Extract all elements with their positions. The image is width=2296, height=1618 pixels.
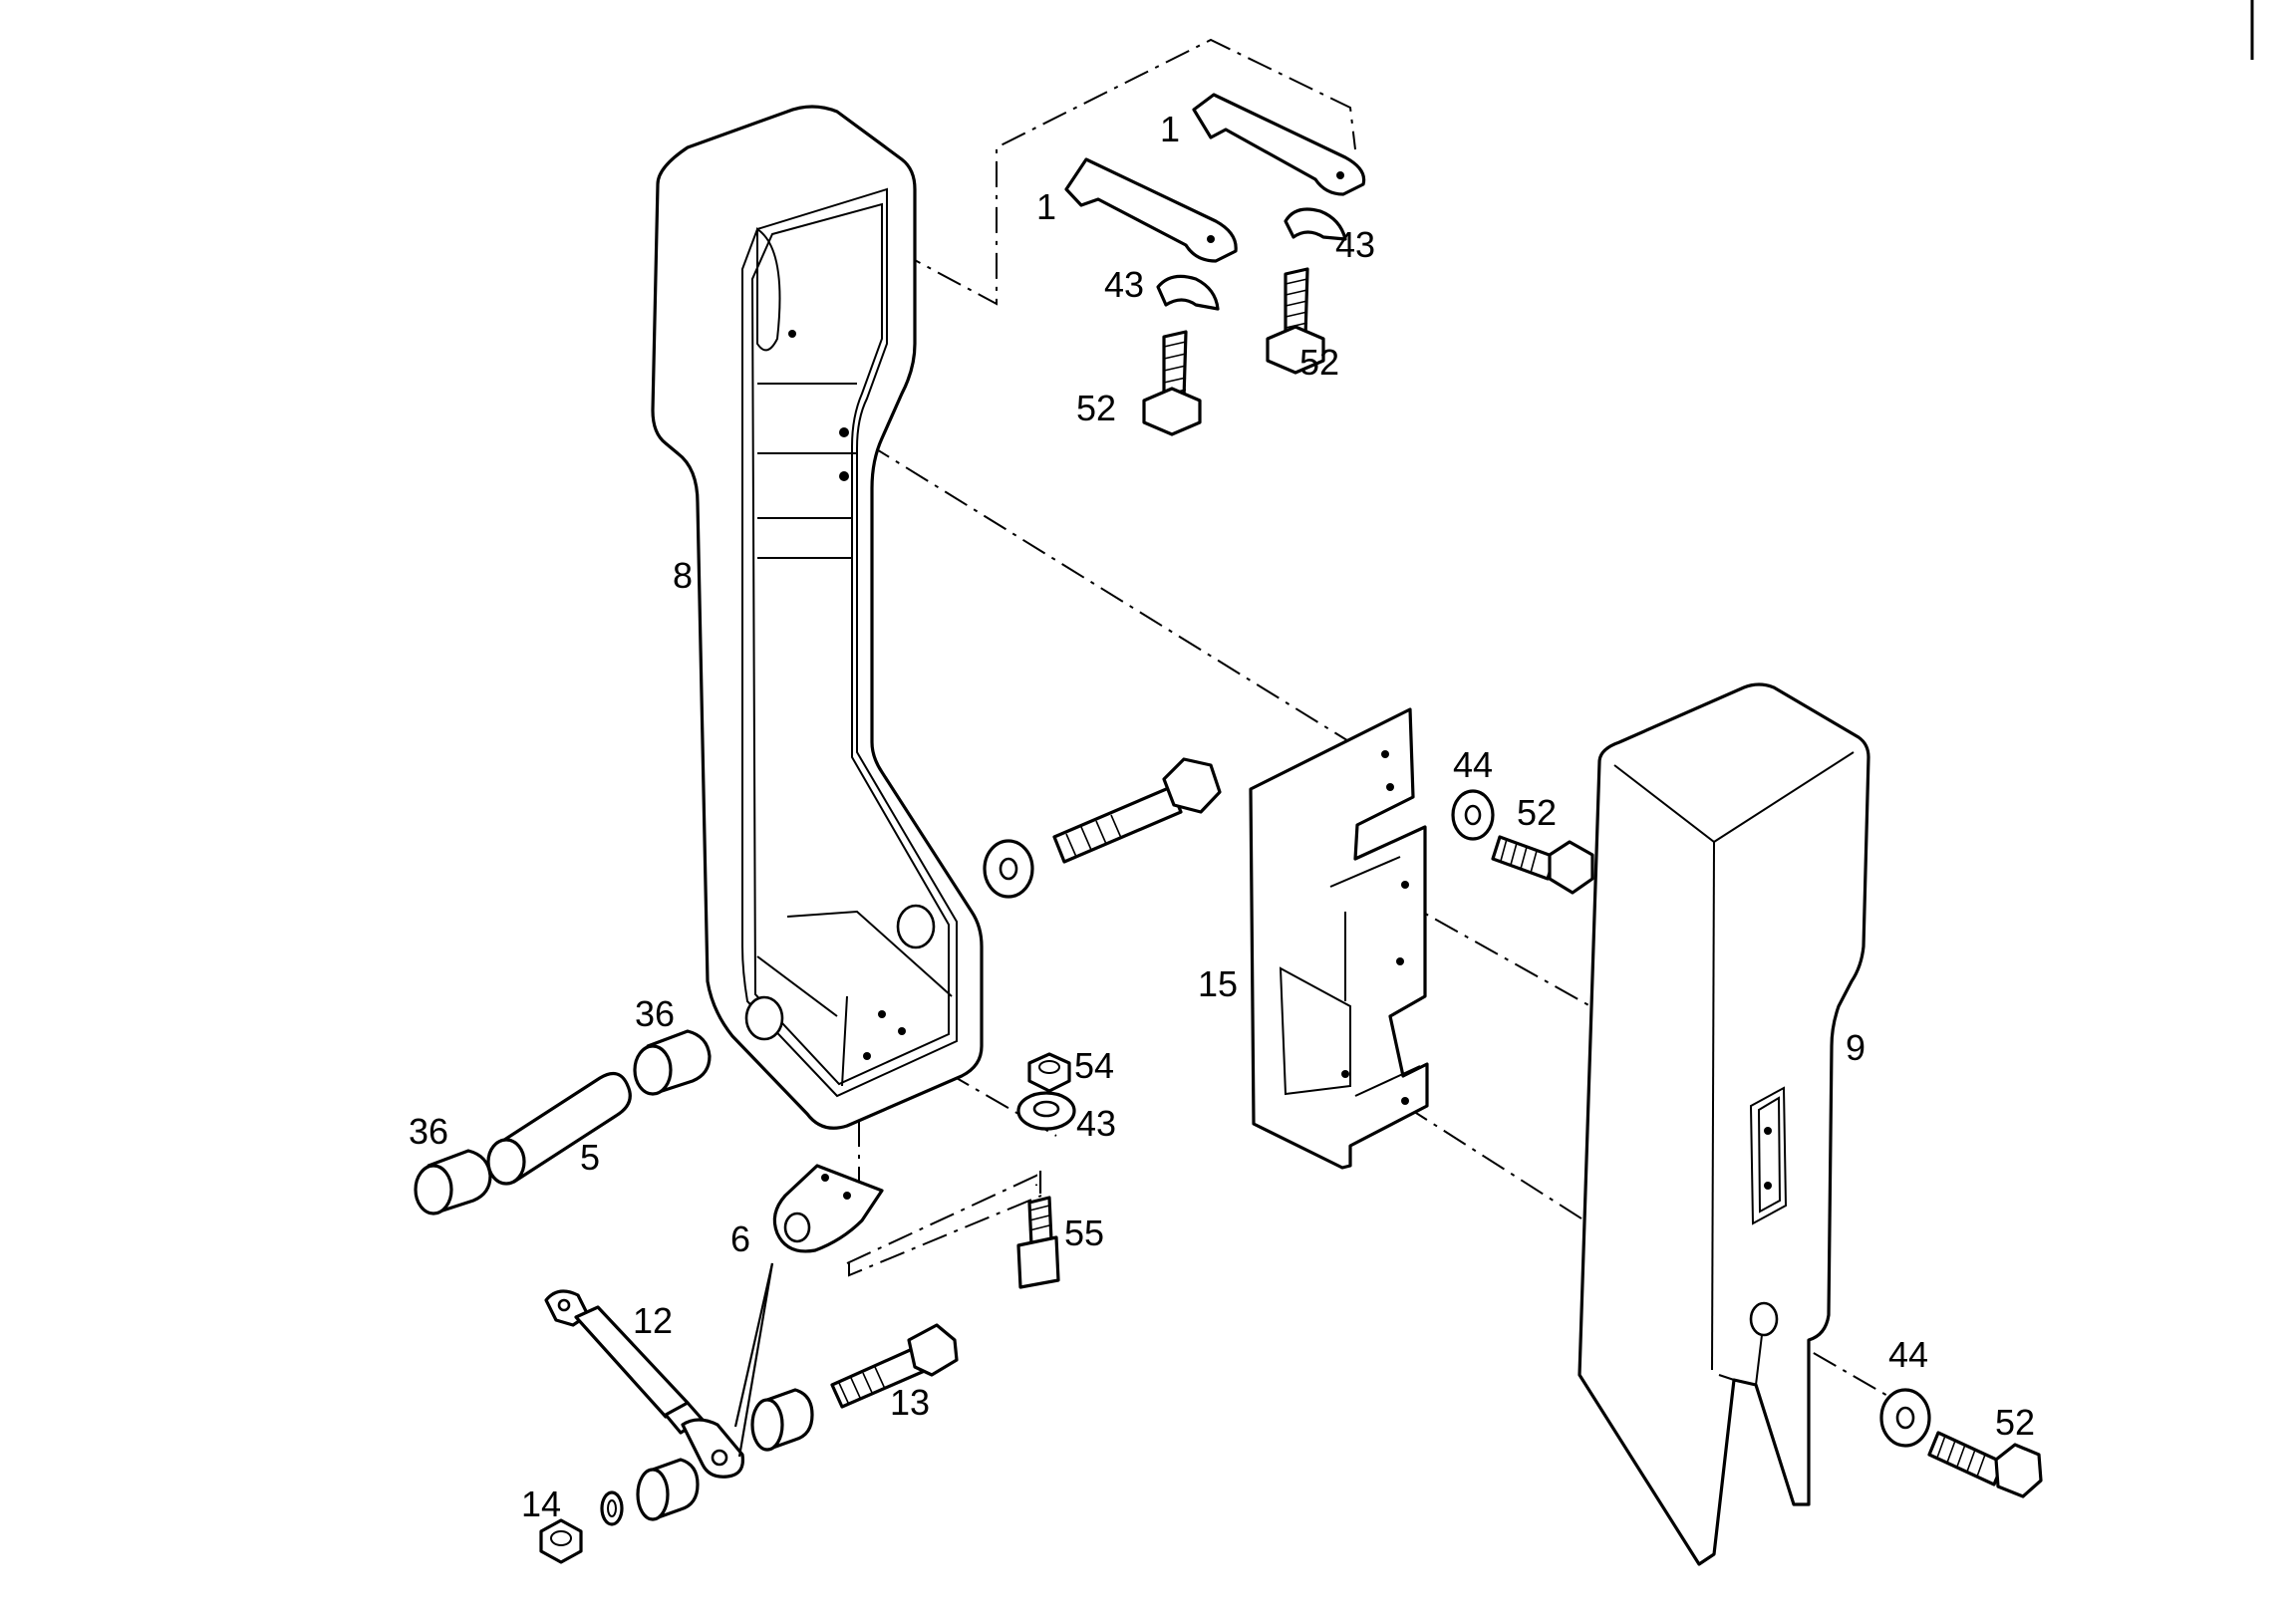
mounting-plate-part-15 xyxy=(1249,707,1429,1170)
bolt-part-52b xyxy=(1142,330,1202,436)
assembly-lines xyxy=(846,38,1904,1406)
strut-part-12 xyxy=(544,1289,745,1479)
callout-52a: 52 xyxy=(1299,342,1339,383)
bushing-part-36a xyxy=(633,1029,712,1096)
callout-44a: 44 xyxy=(1453,744,1493,785)
callout-1a: 1 xyxy=(1160,109,1180,149)
bolt-part-13 xyxy=(830,1323,959,1409)
washer-part-43a xyxy=(1284,207,1347,241)
callouts: 1 1 43 43 52 52 8 44 52 15 9 36 36 5 54 … xyxy=(409,109,2035,1524)
post-bracket-part-9 xyxy=(1578,682,1870,1566)
pin-part-5 xyxy=(486,1071,632,1186)
washer-part-44a xyxy=(1451,789,1495,841)
spacer-lower xyxy=(636,1458,700,1521)
clip-part-1a xyxy=(1192,93,1366,196)
callout-14: 14 xyxy=(521,1483,561,1524)
spacer-upper xyxy=(750,1388,814,1452)
clip-part-1b xyxy=(1064,157,1238,263)
nut-part-54 xyxy=(1027,1052,1071,1093)
pivot-bolt xyxy=(1052,757,1222,864)
callout-52c: 52 xyxy=(1517,792,1557,833)
callout-1b: 1 xyxy=(1036,186,1056,227)
callout-36b: 36 xyxy=(409,1111,448,1152)
arm-bracket-part-8 xyxy=(651,105,984,1130)
washer-part-44b xyxy=(1879,1388,1931,1448)
nut-part-14 xyxy=(539,1518,583,1564)
lock-washer xyxy=(600,1490,624,1526)
leader-lines xyxy=(733,1171,1042,1458)
callout-52d: 52 xyxy=(1995,1402,2035,1443)
callout-9: 9 xyxy=(1846,1027,1866,1068)
callout-43b: 43 xyxy=(1104,264,1144,305)
callout-36a: 36 xyxy=(635,993,675,1034)
callout-5: 5 xyxy=(580,1137,600,1178)
callout-6: 6 xyxy=(730,1218,750,1259)
washer-part-43c xyxy=(1016,1091,1076,1131)
bolt-part-55 xyxy=(1016,1196,1060,1289)
bracket-part-6 xyxy=(772,1164,884,1253)
callout-52b: 52 xyxy=(1076,388,1116,428)
pivot-washer xyxy=(983,839,1034,899)
bolt-part-52c xyxy=(1491,835,1594,895)
bolt-part-52d xyxy=(1927,1431,2043,1498)
callout-15: 15 xyxy=(1198,963,1238,1004)
callout-44b: 44 xyxy=(1888,1334,1928,1375)
washer-part-43b xyxy=(1156,274,1220,311)
callout-13: 13 xyxy=(890,1382,930,1423)
callout-12: 12 xyxy=(633,1300,673,1341)
callout-43c: 43 xyxy=(1076,1103,1116,1144)
callout-55: 55 xyxy=(1064,1213,1104,1253)
bushing-part-36b xyxy=(414,1149,492,1215)
callout-8: 8 xyxy=(673,555,693,596)
callout-54: 54 xyxy=(1074,1045,1114,1086)
callout-43a: 43 xyxy=(1335,224,1375,265)
bolt-part-52a xyxy=(1266,267,1325,375)
